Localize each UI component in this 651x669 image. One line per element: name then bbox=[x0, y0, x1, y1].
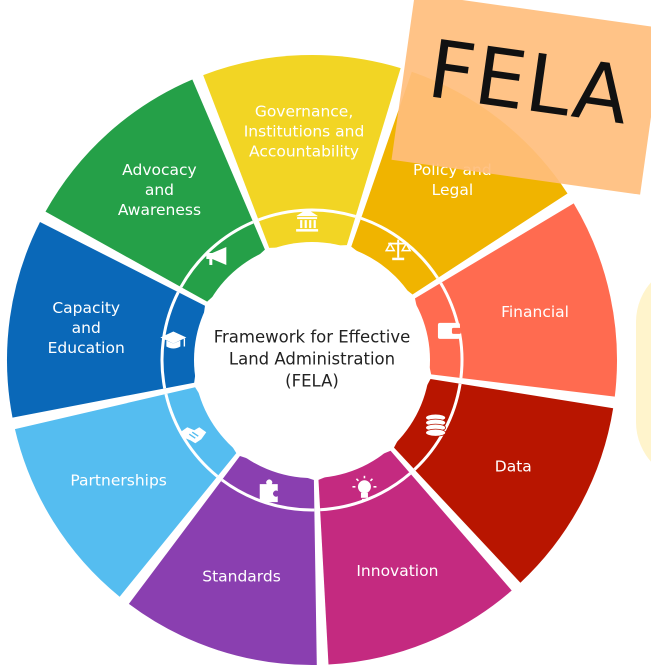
segment-capacity-education-label-line: and bbox=[72, 319, 101, 337]
segment-capacity-education-wedge bbox=[7, 222, 205, 418]
database-coins-icon bbox=[425, 413, 447, 437]
segment-financial-label-line: Financial bbox=[501, 303, 569, 321]
segment-financial: Financial bbox=[414, 203, 617, 397]
center-label-line: Framework for Effective bbox=[214, 328, 411, 347]
center-label-line: (FELA) bbox=[285, 372, 339, 391]
segment-capacity-education-ring bbox=[160, 291, 180, 389]
segment-capacity-education-label-line: Capacity bbox=[52, 299, 120, 317]
segment-partnerships: Partnerships bbox=[14, 387, 237, 597]
segment-advocacy-awareness-ring bbox=[179, 220, 254, 288]
institution-building-icon bbox=[296, 209, 319, 232]
segment-standards-ring bbox=[221, 478, 315, 512]
segment-advocacy-awareness-label-line: and bbox=[145, 181, 174, 199]
segment-advocacy-awareness-label-line: Awareness bbox=[118, 201, 201, 219]
segment-partnerships-wedge bbox=[14, 387, 237, 597]
fela-tag-text: FELA bbox=[422, 22, 636, 143]
segment-governance-label-line: Institutions and bbox=[244, 123, 365, 141]
wallet-icon bbox=[437, 322, 461, 339]
segment-governance-label-line: Governance, bbox=[255, 103, 353, 121]
segment-data-wedge bbox=[393, 378, 614, 583]
megaphone-icon bbox=[206, 246, 227, 265]
graduation-cap-icon bbox=[160, 331, 187, 349]
segment-data: Data bbox=[393, 378, 614, 583]
segment-capacity-education-label-line: Education bbox=[48, 339, 125, 357]
scales-of-justice-icon bbox=[384, 239, 412, 261]
segment-partnerships-ring bbox=[164, 393, 219, 478]
handshake-icon bbox=[180, 427, 207, 444]
segment-innovation-ring bbox=[320, 472, 412, 512]
segment-innovation-wedge bbox=[318, 450, 512, 665]
segment-data-ring bbox=[413, 383, 462, 471]
segment-standards-wedge bbox=[128, 455, 317, 666]
segment-policy-legal-label-line: Legal bbox=[432, 181, 474, 199]
segment-data-label-line: Data bbox=[495, 458, 532, 476]
segment-partnerships-label-line: Partnerships bbox=[70, 471, 166, 489]
segment-standards: Standards bbox=[128, 455, 317, 666]
segment-advocacy-awareness-wedge bbox=[45, 79, 265, 302]
segment-financial-wedge bbox=[414, 203, 617, 397]
segment-innovation-label-line: Innovation bbox=[356, 562, 438, 580]
segment-governance: Governance, Institutions andAccountabilit… bbox=[203, 55, 401, 248]
segment-standards-label-line: Standards bbox=[202, 567, 281, 585]
center-label-line: Land Administration bbox=[229, 350, 395, 369]
puzzle-piece-icon bbox=[259, 479, 278, 503]
segment-governance-wedge bbox=[203, 55, 401, 248]
segment-governance-label-line: Accountability bbox=[249, 143, 359, 161]
segment-advocacy-awareness-label-line: Advocacy bbox=[122, 161, 197, 179]
center-hub bbox=[194, 242, 430, 478]
segment-policy-legal-ring bbox=[360, 216, 439, 279]
cropped-side-panel bbox=[636, 262, 651, 482]
lightbulb-icon bbox=[352, 475, 377, 501]
segment-innovation: Innovation bbox=[318, 450, 512, 665]
